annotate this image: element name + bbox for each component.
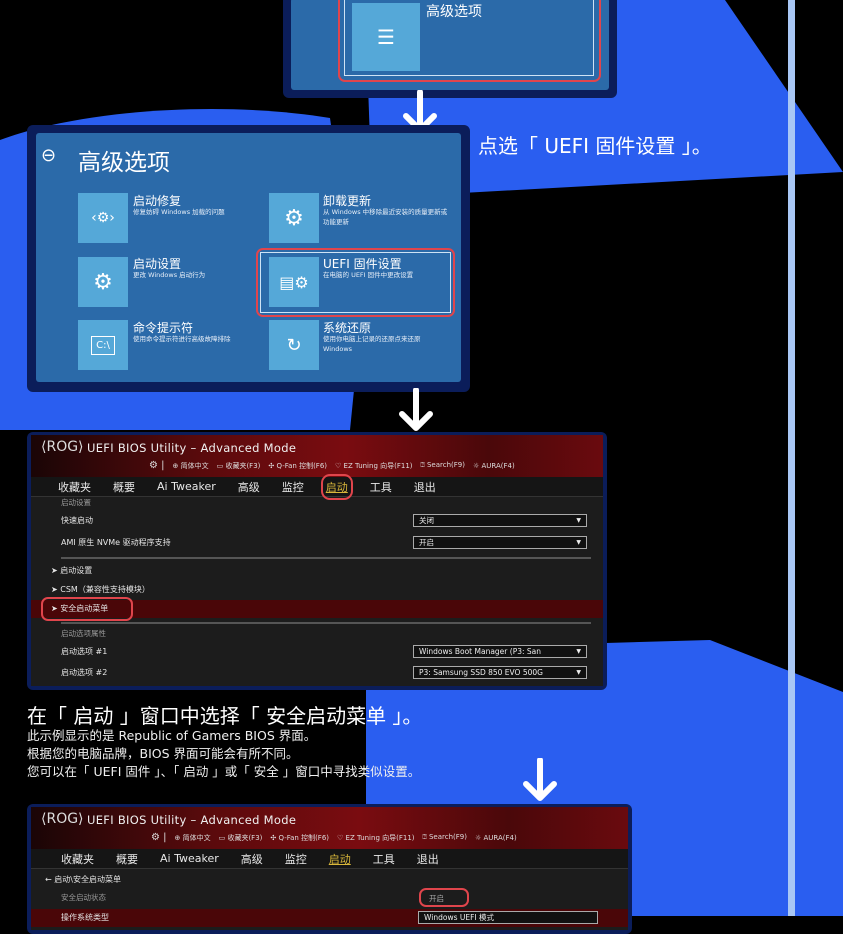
back-arrow-icon[interactable]: ⊖ xyxy=(41,145,57,166)
breadcrumb[interactable]: ← 启动\安全启动菜单 xyxy=(45,875,121,884)
nvme-select[interactable]: 开启▼ xyxy=(413,536,587,549)
rog-logo-icon: ⟨ROG⟩ xyxy=(41,811,84,827)
tab-exit[interactable]: 退出 xyxy=(416,852,439,866)
nvme-row[interactable]: AMI 原生 NVMe 驱动程序支持 xyxy=(61,538,171,547)
gear-icon[interactable]: ⚙ xyxy=(269,193,319,243)
favorites-button[interactable]: ▭ 收藏夹(F3) xyxy=(216,461,261,470)
tab-exit[interactable]: 退出 xyxy=(413,480,436,494)
bios-boot-screen: ⟨ROG⟩ UEFI BIOS Utility – Advanced Mode … xyxy=(27,432,607,690)
tab-boot[interactable]: 启动 xyxy=(328,852,351,866)
gear-icon[interactable]: ⚙ xyxy=(78,257,128,307)
option-title[interactable]: 启动设置 xyxy=(133,257,182,271)
secure-boot-state-value: 开启 xyxy=(429,894,444,903)
tab-ai-tweaker[interactable]: Ai Tweaker xyxy=(157,480,216,493)
option-title[interactable]: 启动修复 xyxy=(133,194,182,208)
chevron-down-icon: ▼ xyxy=(576,648,581,655)
boot-option-2-row[interactable]: 启动选项 #2 xyxy=(61,668,108,677)
command-prompt-icon[interactable]: C:\ xyxy=(78,320,128,370)
rog-logo-icon: ⟨ROG⟩ xyxy=(41,439,84,455)
checklist-icon[interactable]: ☰ xyxy=(352,3,420,71)
settings-gear-icon[interactable]: ⚙ | xyxy=(151,832,167,843)
tab-favorites[interactable]: 收藏夹 xyxy=(61,852,94,866)
boot-option-1-row[interactable]: 启动选项 #1 xyxy=(61,647,108,656)
firmware-settings-icon[interactable]: ▤⚙ xyxy=(269,257,319,307)
step3-caption: 在「 启动 」窗口中选择「 安全启动菜单 」。 xyxy=(27,704,423,728)
aura-button[interactable]: ☼ AURA(F4) xyxy=(472,461,515,470)
tab-advanced[interactable]: 高级 xyxy=(237,480,260,494)
bios-title: UEFI BIOS Utility – Advanced Mode xyxy=(87,441,297,455)
advanced-options-screen: ⊖ 高级选项 ‹⚙› 启动修复 修复妨碍 Windows 加载的问题 ⚙ 卸载更… xyxy=(27,125,470,392)
page-title: 高级选项 xyxy=(78,150,170,176)
ez-tuning-button[interactable]: ♡ EZ Tuning 向导(F11) xyxy=(337,833,415,842)
system-restore-icon[interactable]: ↻ xyxy=(269,320,319,370)
down-arrow-icon xyxy=(399,388,433,431)
option-title[interactable]: 命令提示符 xyxy=(133,321,194,335)
tab-advanced[interactable]: 高级 xyxy=(240,852,263,866)
aura-button[interactable]: ☼ AURA(F4) xyxy=(474,833,517,842)
bios-menu-bar: 收藏夹 概要 Ai Tweaker 高级 监控 启动 工具 退出 xyxy=(31,849,628,869)
option-title[interactable]: 系统还原 xyxy=(323,321,372,335)
tab-monitor[interactable]: 监控 xyxy=(284,852,307,866)
boot-option-1-select[interactable]: Windows Boot Manager (P3: San▼ xyxy=(413,645,587,658)
advanced-options-screen-partial: ☰ 高级选项 xyxy=(283,0,617,98)
step2-caption: 点选「 UEFI 固件设置 」。 xyxy=(478,134,712,158)
chevron-down-icon: ▼ xyxy=(576,539,581,546)
option-title[interactable]: 卸载更新 xyxy=(323,194,372,208)
search-button[interactable]: ⍰ Search(F9) xyxy=(420,461,465,469)
os-type-select[interactable]: Windows UEFI 模式 xyxy=(418,911,598,924)
advanced-options-tile-label[interactable]: 高级选项 xyxy=(426,4,482,20)
vertical-divider-line xyxy=(788,0,795,916)
tab-tool[interactable]: 工具 xyxy=(372,852,395,866)
section-label: 启动选项属性 xyxy=(61,629,106,638)
language-button[interactable]: ⊕ 简体中文 xyxy=(172,461,209,470)
note-3: 您可以在「 UEFI 固件 」、「 启动 」或「 安全 」窗口中寻找类似设置。 xyxy=(27,764,421,779)
bios-secure-boot-screen: ⟨ROG⟩ UEFI BIOS Utility – Advanced Mode … xyxy=(27,804,632,934)
secure-boot-state-label: 安全启动状态 xyxy=(61,893,106,902)
boot-option-2-select[interactable]: P3: Samsung SSD 850 EVO 500G▼ xyxy=(413,666,587,679)
tab-tool[interactable]: 工具 xyxy=(369,480,392,494)
tab-boot[interactable]: 启动 xyxy=(320,473,353,500)
language-button[interactable]: ⊕ 简体中文 xyxy=(174,833,211,842)
settings-gear-icon[interactable]: ⚙ | xyxy=(149,460,165,471)
bios-title: UEFI BIOS Utility – Advanced Mode xyxy=(87,813,297,827)
favorites-button[interactable]: ▭ 收藏夹(F3) xyxy=(218,833,263,842)
qfan-button[interactable]: ✣ Q-Fan 控制(F6) xyxy=(268,461,328,470)
tab-monitor[interactable]: 监控 xyxy=(281,480,304,494)
section-label: 启动设置 xyxy=(61,498,91,507)
note-1: 此示例显示的是 Republic of Gamers BIOS 界面。 xyxy=(27,728,317,743)
chevron-down-icon: ▼ xyxy=(576,517,581,524)
tab-main[interactable]: 概要 xyxy=(116,852,138,866)
qfan-button[interactable]: ✣ Q-Fan 控制(F6) xyxy=(270,833,330,842)
option-title[interactable]: UEFI 固件设置 xyxy=(323,257,402,271)
search-button[interactable]: ⍰ Search(F9) xyxy=(422,833,467,841)
ez-tuning-button[interactable]: ♡ EZ Tuning 向导(F11) xyxy=(335,461,413,470)
fast-boot-row[interactable]: 快速启动 xyxy=(61,516,93,525)
submenu-secure-boot[interactable]: ➤ 安全启动菜单 xyxy=(31,600,603,618)
tab-ai-tweaker[interactable]: Ai Tweaker xyxy=(160,852,219,865)
startup-repair-icon[interactable]: ‹⚙› xyxy=(78,193,128,243)
back-arrow-icon: ← xyxy=(45,875,55,884)
note-2: 根据您的电脑品牌，BIOS 界面可能会有所不同。 xyxy=(27,746,299,761)
tab-main[interactable]: 概要 xyxy=(113,480,135,494)
down-arrow-icon xyxy=(523,758,557,801)
tab-favorites[interactable]: 收藏夹 xyxy=(58,480,91,494)
chevron-down-icon: ▼ xyxy=(576,669,581,676)
submenu-csm[interactable]: ➤ CSM（兼容性支持模块） xyxy=(51,585,150,594)
fast-boot-select[interactable]: 关闭▼ xyxy=(413,514,587,527)
bios-menu-bar: 收藏夹 概要 Ai Tweaker 高级 监控 启动 工具 退出 xyxy=(31,473,603,500)
submenu-boot-config[interactable]: ➤ 启动设置 xyxy=(51,566,93,575)
